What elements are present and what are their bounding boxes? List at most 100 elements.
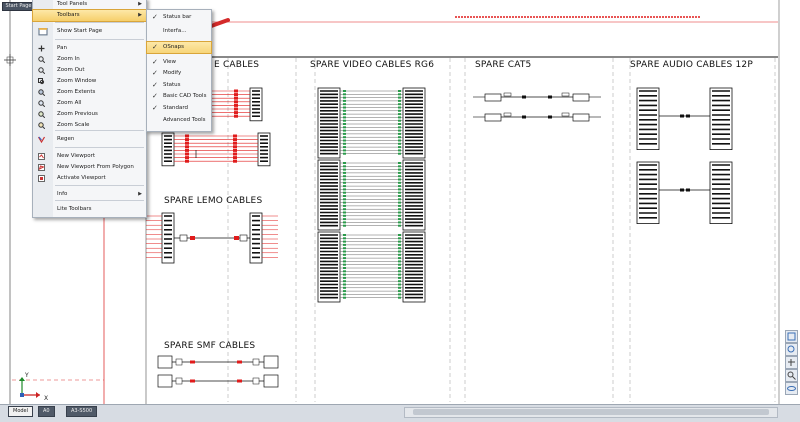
- menu-item-label: Regen: [57, 136, 75, 142]
- toolbar-toggle-interfa-[interactable]: Interfa...: [147, 26, 211, 37]
- smf-connector: [263, 374, 279, 388]
- toolbar-toggle-modify[interactable]: ✓Modify: [147, 68, 211, 79]
- pan-tool-icon[interactable]: [785, 356, 798, 369]
- menu-item-info[interactable]: Info▶: [33, 189, 146, 200]
- connector-block: [709, 87, 733, 150]
- green-ferrule: [398, 129, 401, 132]
- green-ferrule: [343, 208, 346, 211]
- red-terminal: [185, 148, 189, 152]
- red-terminal: [234, 100, 238, 104]
- cable-marker: [548, 95, 552, 99]
- smf-plug: [252, 358, 260, 366]
- viewcube-zoom-tool-1[interactable]: [785, 330, 798, 343]
- menu-item-regen[interactable]: Regen: [33, 134, 146, 145]
- menu-item-pan[interactable]: Pan: [33, 43, 146, 54]
- cable-marker: [686, 188, 690, 192]
- green-ferrule: [343, 109, 346, 112]
- zoom-realtime-tool-icon[interactable]: [785, 369, 798, 382]
- layout-tab-a0[interactable]: A0: [38, 406, 55, 417]
- green-ferrule: [343, 171, 346, 174]
- green-ferrule: [343, 181, 346, 184]
- toolbar-toggle-basic-cad-tools[interactable]: ✓Basic CAD Tools: [147, 91, 211, 102]
- green-ferrule: [398, 263, 401, 266]
- menu-item-zoom-in[interactable]: Zoom In: [33, 54, 146, 65]
- toolbar-toggle-advanced-tools[interactable]: Advanced Tools: [147, 115, 211, 126]
- green-ferrule: [398, 240, 401, 243]
- menu-item-toolbars[interactable]: Toolbars▶: [32, 9, 147, 22]
- menu-item-zoom-previous[interactable]: Zoom Previous: [33, 109, 146, 120]
- green-ferrule: [398, 113, 401, 116]
- green-ferrule: [343, 273, 346, 276]
- green-ferrule: [398, 283, 401, 286]
- toolbar-toggle-osnaps[interactable]: ✓OSnaps: [146, 41, 212, 54]
- orbit-tool-icon[interactable]: [785, 382, 798, 395]
- horizontal-scrollbar[interactable]: [404, 407, 778, 418]
- pan-icon: [38, 45, 45, 52]
- green-ferrule: [398, 204, 401, 207]
- menu-item-lite-toolbars[interactable]: Lite Toolbars: [33, 204, 146, 215]
- green-ferrule: [398, 142, 401, 145]
- toolbar-toggle-view[interactable]: ✓View: [147, 57, 211, 68]
- menu-item-tool-panels[interactable]: Tool Panels▶: [33, 0, 146, 10]
- green-ferrule: [343, 234, 346, 236]
- green-ferrule: [343, 149, 346, 152]
- menu-item-zoom-scale[interactable]: Zoom Scale: [33, 120, 146, 131]
- viewcube-zoom-tool-2[interactable]: [785, 343, 798, 356]
- layout-tab-model[interactable]: Model: [8, 406, 34, 417]
- viewport-icon: [38, 153, 45, 160]
- green-ferrule: [343, 211, 346, 214]
- green-ferrule: [343, 185, 346, 188]
- menu-item-new-viewport-from-polygon[interactable]: New Viewport From Polygon: [33, 162, 146, 173]
- heading-spare-video-cables: SPARE VIDEO CABLES RG6: [310, 60, 435, 70]
- connector-block: [709, 161, 733, 224]
- menu-item-label: New Viewport From Polygon: [57, 164, 134, 170]
- red-terminal: [233, 138, 237, 142]
- menu-item-zoom-out[interactable]: Zoom Out: [33, 65, 146, 76]
- red-terminal: [185, 159, 189, 163]
- green-ferrule: [343, 175, 346, 178]
- start-page-tab[interactable]: Start Page: [2, 2, 35, 11]
- green-ferrule: [398, 146, 401, 149]
- red-terminal: [233, 159, 237, 163]
- menu-separator: [55, 147, 144, 148]
- red-terminal: [234, 96, 238, 100]
- chevron-right-icon: ▶: [138, 1, 142, 7]
- checkmark-icon: ✓: [152, 58, 158, 66]
- layout-tab-a3-s500[interactable]: A3-S500: [66, 406, 98, 417]
- menu-item-new-viewport[interactable]: New Viewport: [33, 151, 146, 162]
- green-ferrule: [343, 146, 346, 149]
- lemo-plug: [239, 234, 248, 242]
- rj45-connector: [572, 113, 590, 122]
- menu-item-zoom-all[interactable]: Zoom All: [33, 98, 146, 109]
- toolbar-toggle-status[interactable]: ✓Status: [147, 80, 211, 91]
- menu-item-label: New Viewport: [57, 153, 96, 159]
- green-ferrule: [398, 168, 401, 171]
- red-terminal: [233, 156, 237, 160]
- green-ferrule: [398, 103, 401, 106]
- green-ferrule: [343, 283, 346, 286]
- menu-item-zoom-window[interactable]: Zoom Window: [33, 76, 146, 87]
- green-ferrule: [343, 250, 346, 253]
- green-ferrule: [343, 296, 346, 299]
- menu-separator: [55, 130, 144, 131]
- green-ferrule: [343, 113, 346, 116]
- green-ferrule: [343, 119, 346, 122]
- green-ferrule: [343, 240, 346, 243]
- green-ferrule: [343, 243, 346, 246]
- menu-item-activate-viewport[interactable]: Activate Viewport: [33, 173, 146, 184]
- horizontal-scrollbar-thumb[interactable]: [413, 409, 769, 415]
- menu-item-label: Activate Viewport: [57, 175, 106, 181]
- green-ferrule: [343, 260, 346, 263]
- red-terminal: [190, 236, 195, 240]
- green-ferrule: [343, 116, 346, 119]
- heading-spare-smf-cables: SPARE SMF CABLES: [164, 341, 256, 351]
- toolbar-toggle-status-bar[interactable]: ✓Status bar: [147, 12, 211, 23]
- toolbar-toggle-standard[interactable]: ✓Standard: [147, 103, 211, 114]
- menu-item-show-start-page[interactable]: Show Start Page: [33, 26, 146, 39]
- menu-item-zoom-extents[interactable]: Zoom Extents: [33, 87, 146, 98]
- activate-viewport-icon: [38, 175, 45, 182]
- rj45-connector: [572, 93, 590, 102]
- toolbar-toggle-label: Status bar: [163, 14, 192, 20]
- red-terminal: [233, 145, 237, 149]
